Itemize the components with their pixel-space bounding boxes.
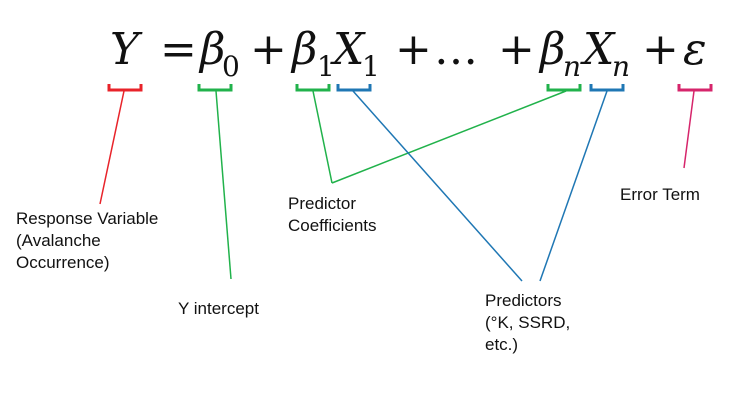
eq-beta-0: β [198, 24, 225, 75]
eq-plus-4: + [642, 24, 679, 75]
eq-x-1: X [330, 24, 366, 75]
label-error-term: Error Term [620, 184, 700, 206]
connectors [99, 90, 695, 282]
eq-subscript-1: 1 [317, 50, 335, 83]
bracket-response [107, 84, 143, 92]
label-response-line-3: Occurrence) [16, 253, 110, 272]
label-y-intercept: Y intercept [178, 298, 259, 320]
brackets [107, 84, 713, 92]
label-response-variable: Response Variable (Avalanche Occurrence) [16, 208, 158, 274]
label-predictor-coefficients: Predictor Coefficients [288, 193, 377, 237]
connector-x-n [539, 90, 608, 282]
eq-beta-1: β [290, 24, 317, 75]
label-intercept-line-1: Y intercept [178, 299, 259, 318]
bracket-x-n [589, 84, 625, 92]
connector-x-1 [352, 90, 523, 282]
eq-equals-sign: = [160, 24, 197, 75]
label-coefficients-line-1: Predictor [288, 194, 357, 213]
connector-intercept [215, 90, 232, 280]
connector-beta-n [331, 90, 567, 184]
label-response-line-2: (Avalanche [16, 231, 101, 250]
connector-response [99, 90, 125, 205]
eq-x-subscript-n: n [612, 50, 630, 83]
label-coefficients-line-2: Coefficients [288, 216, 377, 235]
label-error-line-1: Error Term [620, 185, 700, 204]
label-predictors: Predictors (°K, SSRD, etc.) [485, 290, 570, 356]
eq-subscript-0: 0 [222, 50, 240, 83]
eq-plus-3: + [498, 24, 535, 75]
bracket-intercept [197, 84, 233, 92]
label-predictors-line-2: (°K, SSRD, [485, 313, 571, 332]
eq-subscript-n: n [563, 50, 581, 83]
bracket-error [677, 84, 713, 92]
label-predictors-line-1: Predictors [485, 291, 562, 310]
label-predictors-line-3: etc.) [485, 335, 519, 354]
bracket-beta-1 [295, 84, 331, 92]
connector-beta-1 [312, 90, 333, 184]
eq-x-subscript-1: 1 [362, 50, 380, 83]
eq-ellipsis: … [434, 24, 478, 75]
eq-x-n: X [580, 24, 616, 75]
regression-equation: Y = β 0 + β 1 X 1 + … + β n X n + ε [110, 24, 707, 83]
bracket-x-1 [336, 84, 372, 92]
eq-plus-2: + [395, 24, 432, 75]
bracket-beta-n [546, 84, 582, 92]
eq-plus-1: + [250, 24, 287, 75]
eq-response-symbol: Y [110, 24, 143, 75]
label-response-line-1: Response Variable [16, 209, 159, 228]
eq-epsilon: ε [683, 24, 707, 75]
connector-error [683, 90, 695, 169]
eq-beta-n: β [538, 24, 565, 75]
